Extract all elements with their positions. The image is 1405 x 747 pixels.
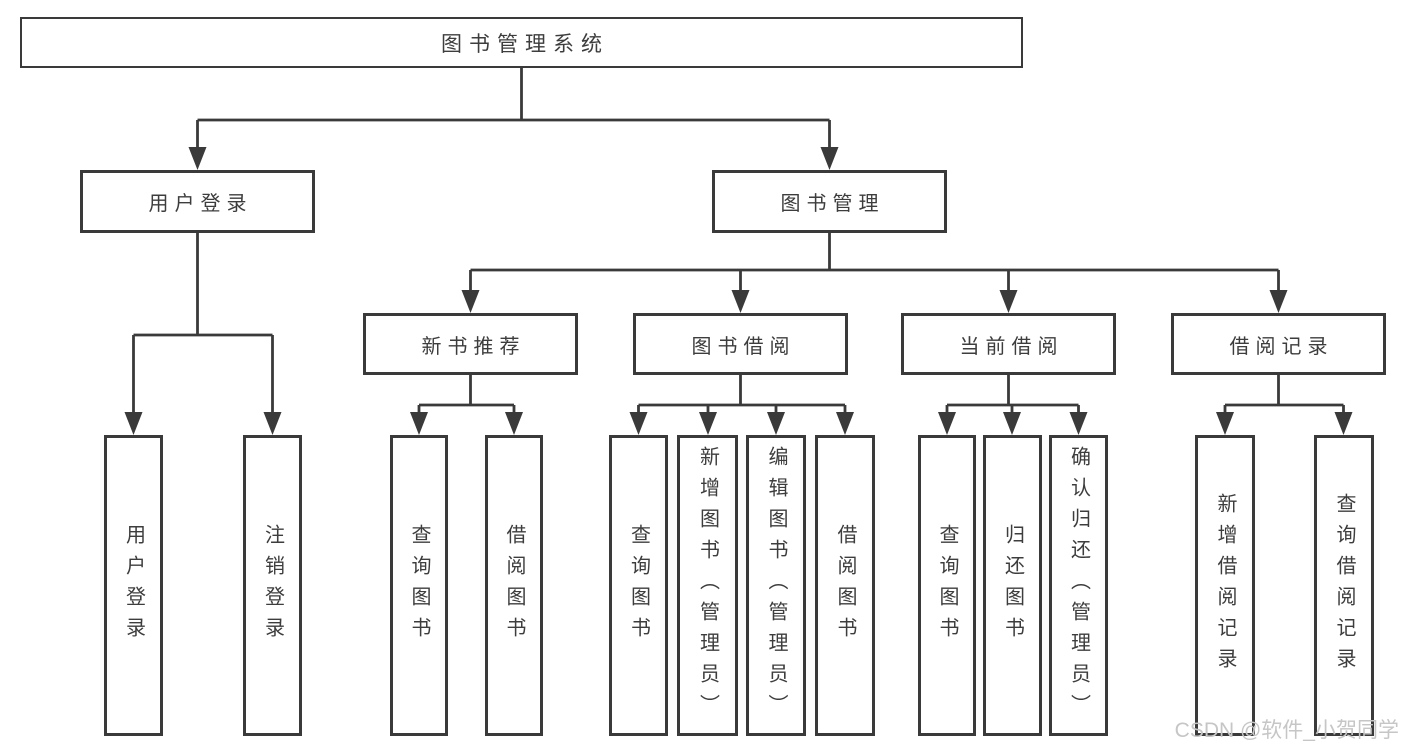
leaf-label: 用户登录 (122, 523, 145, 648)
node-library-management-system: 图书管理系统 (20, 17, 1023, 68)
leaf-borrow-books: 借阅图书 (815, 435, 875, 736)
leaf-label: 新增借阅记录 (1214, 492, 1236, 679)
leaf-label: 查询图书 (936, 523, 958, 648)
arrow-down-icon (1269, 290, 1288, 313)
csdn-watermark: CSDN @软件_小贺同学 (1174, 719, 1399, 742)
leaf-label: 归还图书 (1001, 523, 1024, 648)
arrow-down-icon (505, 412, 523, 435)
arrow-down-icon (699, 412, 717, 435)
arrow-down-icon (410, 412, 428, 435)
leaf-return-books: 归还图书 (983, 435, 1042, 736)
arrow-down-icon (629, 412, 648, 435)
leaf-label: 新增图书（管理员） (696, 446, 719, 725)
leaf-user-login: 用户登录 (104, 435, 163, 736)
arrow-down-icon (1003, 412, 1021, 435)
leaf-label: 编辑图书（管理员） (765, 446, 787, 725)
arrow-down-icon (836, 412, 854, 435)
leaf-add-books-admin: 新增图书（管理员） (677, 435, 738, 736)
arrow-down-icon (999, 290, 1018, 313)
leaf-confirm-return-admin: 确认归还（管理员） (1049, 435, 1108, 736)
leaf-label: 借阅图书 (503, 523, 525, 648)
arrow-down-icon (461, 290, 480, 313)
node-book-management: 图书管理 (712, 170, 947, 233)
connector-borrow-records (1223, 375, 1345, 418)
connector-root (196, 68, 831, 150)
arrow-down-icon (1069, 412, 1088, 435)
arrowheads (124, 147, 1353, 435)
node-new-book-recommendation: 新书推荐 (363, 313, 578, 375)
connector-new-book (417, 375, 516, 418)
arrow-down-icon (731, 290, 750, 313)
arrow-down-icon (938, 412, 956, 435)
node-current-borrowing: 当前借阅 (901, 313, 1116, 375)
leaf-logout: 注销登录 (243, 435, 302, 736)
arrow-down-icon (124, 412, 143, 435)
leaf-query-books-recommend: 查询图书 (390, 435, 448, 736)
leaf-label: 查询借阅记录 (1333, 492, 1355, 679)
leaf-label: 借阅图书 (834, 523, 856, 648)
arrow-down-icon (263, 412, 282, 435)
arrow-down-icon (767, 412, 785, 435)
leaf-label: 确认归还（管理员） (1067, 446, 1090, 725)
connector-user-login (132, 233, 274, 418)
leaf-borrow-books-recommend: 借阅图书 (485, 435, 543, 736)
arrow-down-icon (1334, 412, 1353, 435)
node-user-login: 用户登录 (80, 170, 315, 233)
leaf-label: 注销登录 (261, 523, 284, 648)
node-book-borrowing: 图书借阅 (633, 313, 848, 375)
arrow-down-icon (188, 147, 207, 170)
connector-book-management (469, 233, 1280, 295)
leaf-query-books-borrow: 查询图书 (609, 435, 668, 736)
leaf-query-books-current: 查询图书 (918, 435, 976, 736)
arrow-down-icon (820, 147, 839, 170)
connector-book-borrow (637, 375, 847, 418)
arrow-down-icon (1216, 412, 1234, 435)
leaf-label: 查询图书 (408, 523, 430, 648)
node-borrowing-records: 借阅记录 (1171, 313, 1386, 375)
leaf-query-borrow-record: 查询借阅记录 (1314, 435, 1374, 736)
leaf-add-borrow-record: 新增借阅记录 (1195, 435, 1255, 736)
leaf-edit-books-admin: 编辑图书（管理员） (746, 435, 806, 736)
leaf-label: 查询图书 (627, 523, 650, 648)
connector-current-borrow (945, 375, 1080, 418)
